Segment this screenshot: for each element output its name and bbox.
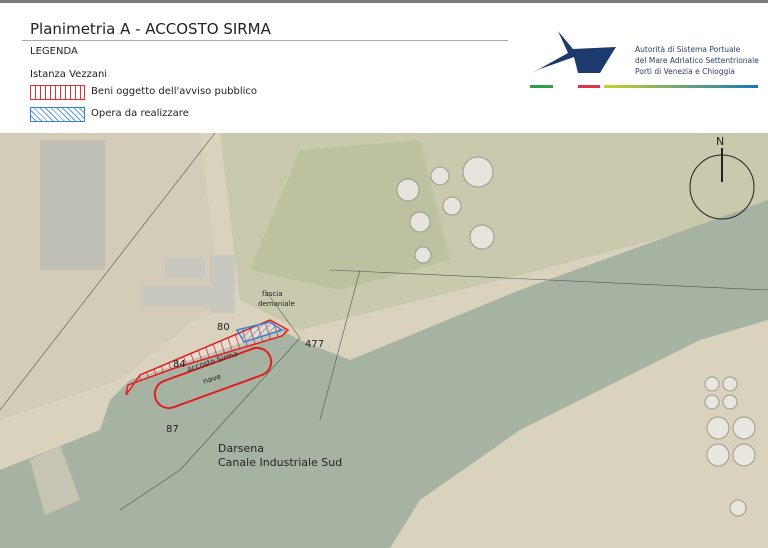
logo-text-line3: Porti di Venezia e Chioggia xyxy=(635,67,735,76)
nave-outline xyxy=(153,346,273,410)
label-darsena: Darsena xyxy=(218,442,264,455)
opera-da-realizzare-area[interactable] xyxy=(235,321,284,343)
storage-tanks-north xyxy=(396,156,495,264)
legend-label-opera: Opera da realizzare xyxy=(91,108,189,119)
warehouse-roof xyxy=(40,140,105,270)
label-demaniale: demaniale xyxy=(258,300,295,308)
page-title: Planimetria A - ACCOSTO SIRMA xyxy=(30,20,271,38)
logo-text-line2: del Mare Adriatico Settentrionale xyxy=(635,56,759,65)
top-border xyxy=(0,0,768,3)
legend-swatch-blue-hatch xyxy=(30,107,85,122)
building-roof xyxy=(165,258,205,278)
label-fascia: fascia xyxy=(262,290,282,298)
title-divider xyxy=(22,40,508,41)
parcel-84: 84 xyxy=(173,359,186,370)
parcel-477: 477 xyxy=(305,339,324,350)
building-roof xyxy=(30,445,80,515)
map-header: Planimetria A - ACCOSTO SIRMA LEGENDA Is… xyxy=(0,3,768,133)
label-canale: Canale Industriale Sud xyxy=(218,456,342,469)
logo-text-line1: Autorità di Sistema Portuale xyxy=(635,45,741,54)
building-roof xyxy=(140,285,210,307)
parcel-80: 80 xyxy=(217,322,230,333)
port-authority-logo xyxy=(530,31,758,88)
aerial-map[interactable]: N fascia demaniale 80 84 87 477 accosto … xyxy=(0,133,768,548)
water-canal xyxy=(0,200,768,548)
north-label: N xyxy=(716,135,724,148)
legend-group: Istanza Vezzani xyxy=(30,69,108,80)
legend-heading: LEGENDA xyxy=(30,46,78,57)
legend-swatch-red-hatch xyxy=(30,85,85,100)
storage-tanks-east xyxy=(704,376,756,517)
building-roof xyxy=(210,255,235,313)
legend-label-beni: Beni oggetto dell'avviso pubblico xyxy=(91,86,258,97)
parcel-87: 87 xyxy=(166,424,179,435)
vegetation-area xyxy=(250,140,450,290)
